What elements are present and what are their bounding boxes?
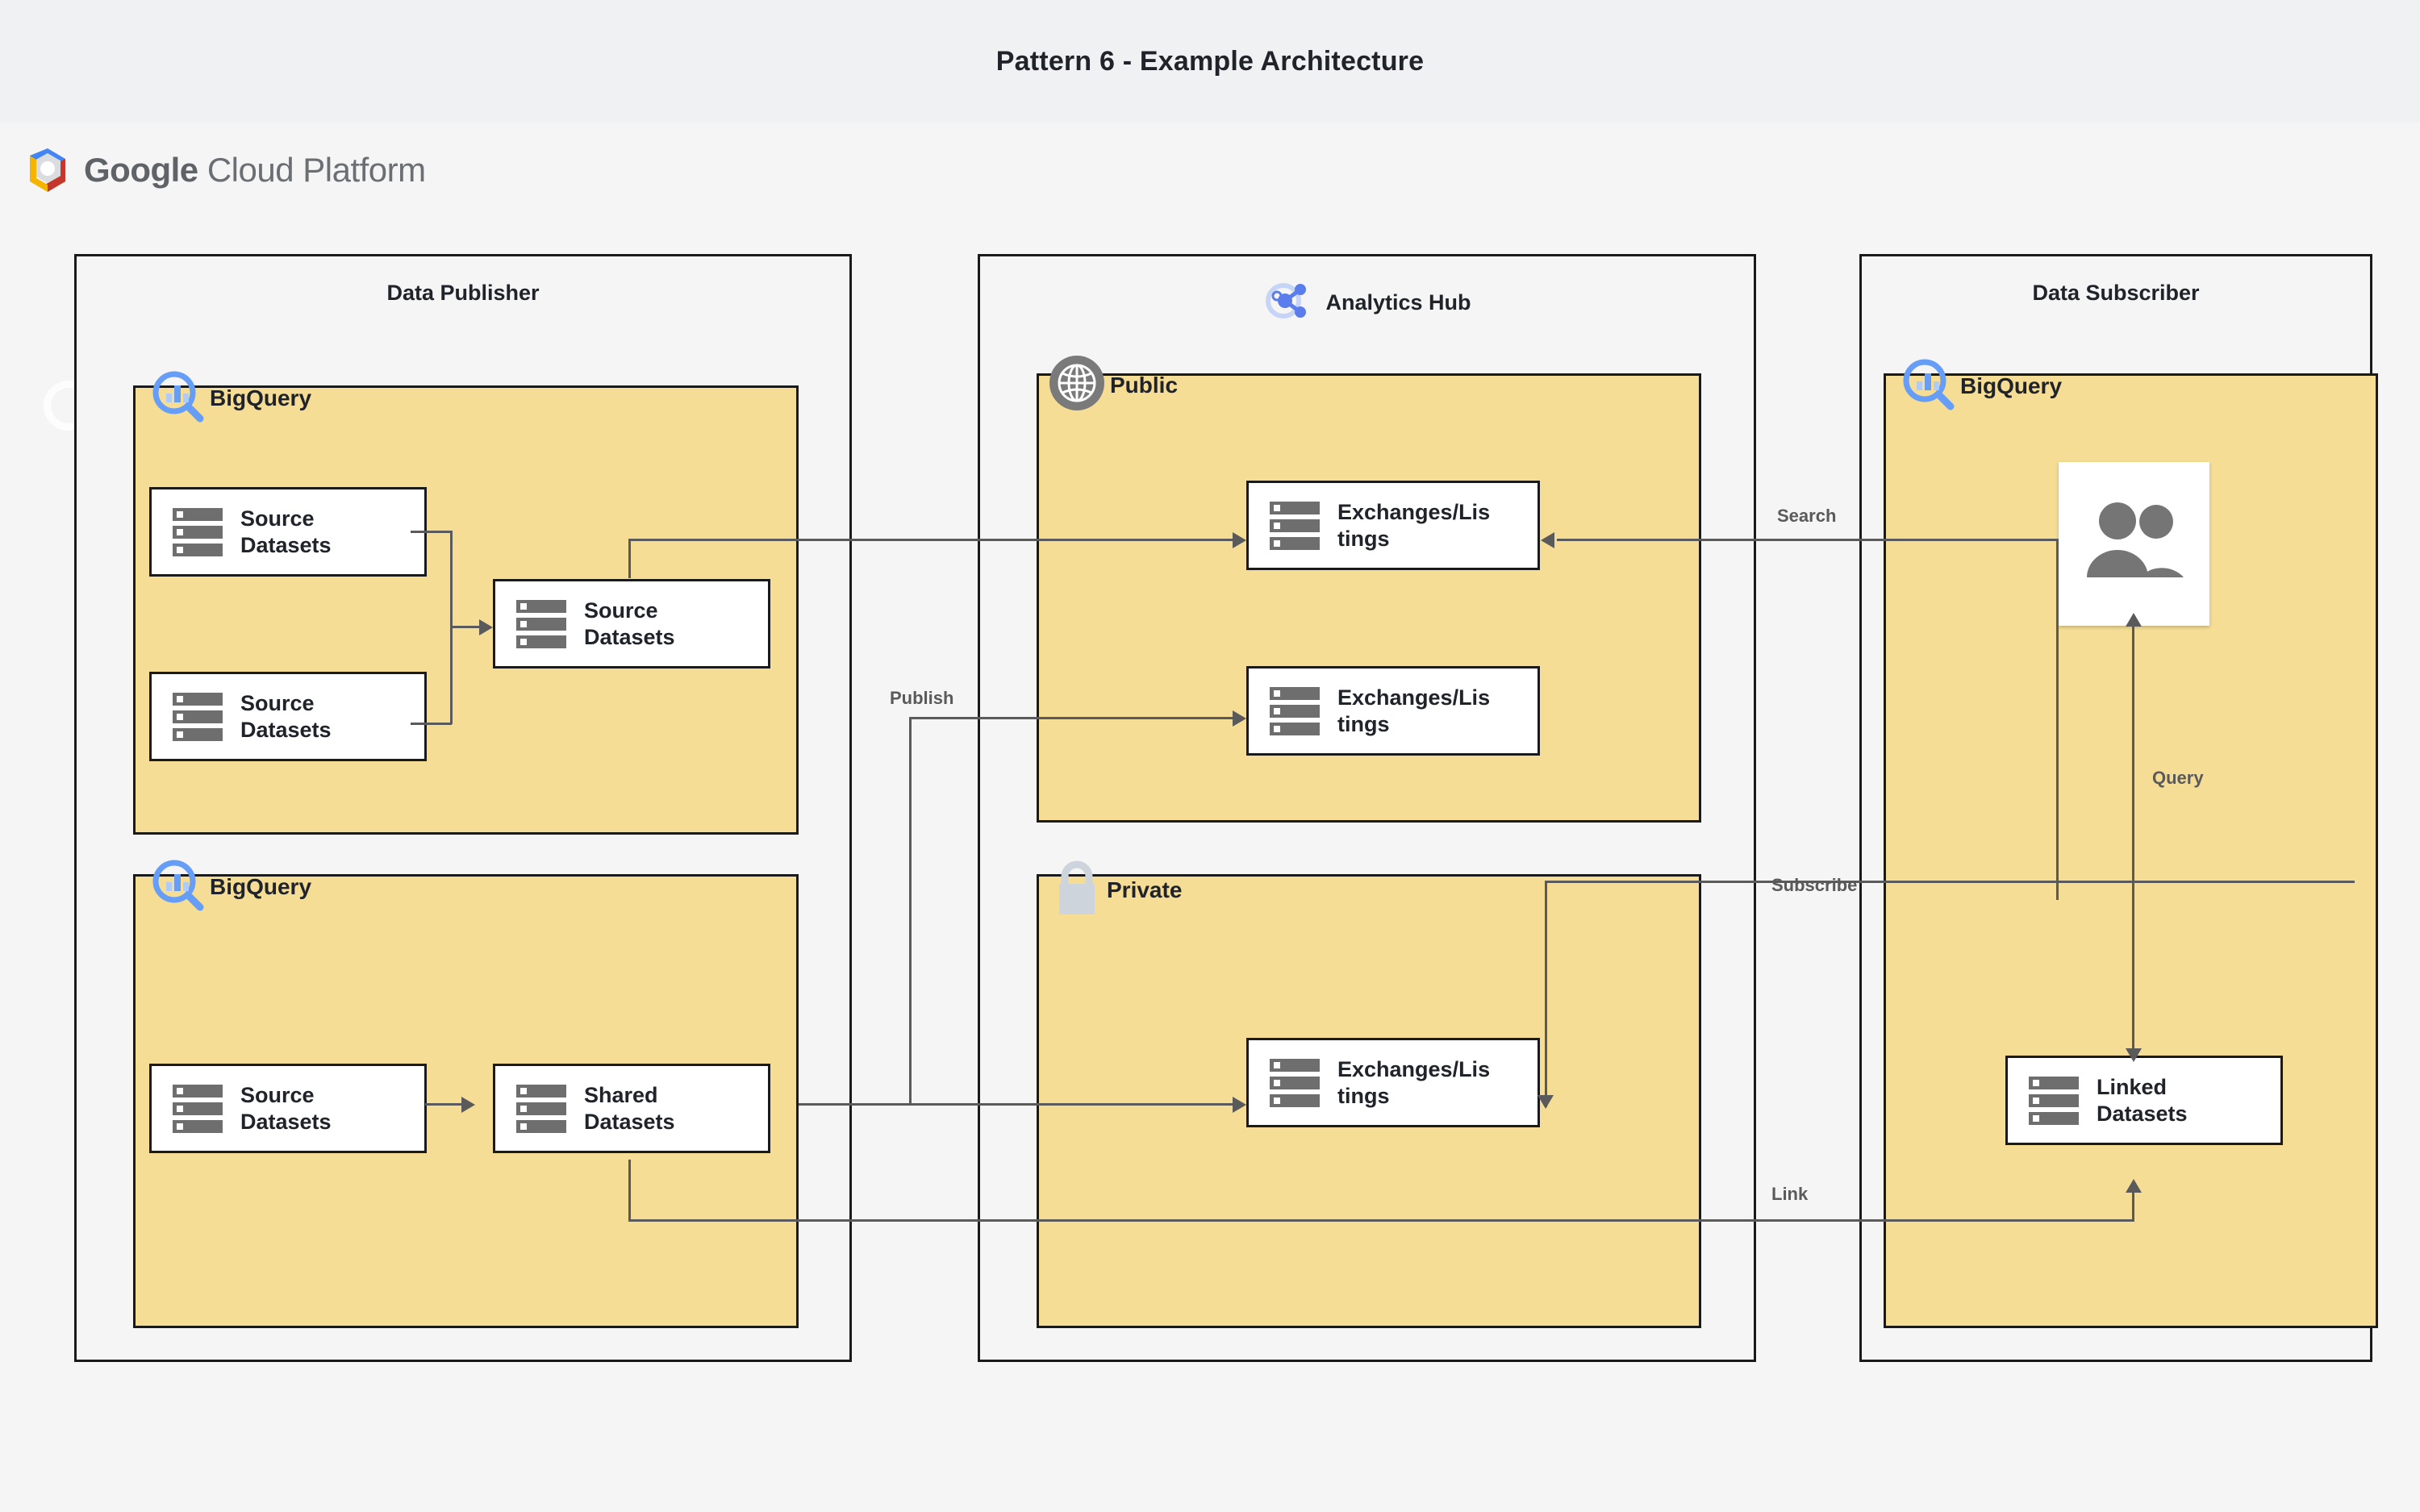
edge-label-subscribe: Subscribe (1771, 875, 1858, 895)
arrow-into-exchanges-public-1 (1233, 532, 1246, 548)
panel-label-subscriber-bigquery: BigQuery (1960, 373, 2063, 398)
panel-head-private: Private (1050, 859, 1182, 921)
padlock-icon (1050, 859, 1104, 921)
connector-srcmerged-to-public (628, 539, 1238, 541)
zone-title-data-publisher: Data Publisher (386, 281, 540, 305)
connector-link-vertical-right (2132, 1189, 2134, 1222)
panel-label-bigquery-bottom: BigQuery (210, 873, 312, 899)
connector-search-to-exchange (1557, 539, 1762, 541)
dataset-icon (516, 1084, 566, 1134)
gcp-brand-text: Google Cloud Platform (84, 151, 426, 190)
bigquery-magnifier-icon (1899, 355, 1957, 417)
edge-label-query: Query (2152, 768, 2204, 788)
connector-src-b-out (411, 723, 452, 725)
panel-label-bigquery-top: BigQuery (210, 385, 312, 410)
zone-title-data-subscriber: Data Subscriber (2032, 281, 2200, 305)
connector-query-vertical (2132, 619, 2134, 1059)
connector-merge-into-src (450, 626, 484, 628)
connector-publish-to-public-2 (909, 717, 1238, 719)
arrow-into-src-merged (479, 619, 493, 635)
connector-search-horizontal (1760, 539, 2059, 541)
globe-icon (1047, 353, 1107, 417)
panel-head-public: Public (1047, 353, 1178, 417)
arrow-into-linked-datasets (2126, 1179, 2142, 1193)
node-users[interactable] (2059, 462, 2209, 626)
arrow-into-exchanges-private (1233, 1097, 1246, 1113)
edge-label-publish: Publish (890, 688, 954, 708)
dataset-icon (1270, 501, 1320, 551)
users-group-icon (2082, 500, 2187, 588)
connector-publish-vertical (909, 717, 912, 1106)
page-title: Pattern 6 - Example Architecture (995, 45, 1425, 77)
dataset-icon (1270, 686, 1320, 736)
arrow-into-shared-datasets (461, 1097, 475, 1113)
edge-label-search: Search (1777, 506, 1837, 526)
gcp-brand-google: Google (84, 151, 198, 189)
edge-label-link: Link (1771, 1184, 1809, 1204)
panel-head-bigquery-bottom: BigQuery (148, 856, 311, 918)
connector-subscribe-horizontal (1760, 881, 2355, 883)
zone-title-analytics-hub-row: Analytics Hub (980, 276, 1754, 330)
panel-label-public: Public (1110, 372, 1179, 398)
dataset-icon (173, 1084, 223, 1134)
connector-subscribe-left (1545, 881, 1763, 883)
arrow-into-exchanges-public-1-from-search (1541, 532, 1554, 548)
connector-srcmerged-up (628, 539, 631, 578)
dataset-icon (516, 599, 566, 649)
panel-head-subscriber-bigquery: BigQuery (1899, 355, 2062, 417)
connector-shared-to-private (799, 1103, 1238, 1106)
dataset-icon (173, 507, 223, 557)
analytics-hub-share-icon (1262, 276, 1312, 330)
arrow-into-exchanges-public-2 (1233, 710, 1246, 727)
gcp-brand-cloudplatform: Cloud Platform (198, 151, 426, 189)
panel-head-bigquery-top: BigQuery (148, 367, 311, 429)
arrow-query-down (2126, 1048, 2142, 1062)
bigquery-magnifier-icon (148, 367, 207, 429)
gcp-hexagon-logo-icon (23, 145, 73, 195)
connector-search-vertical (2056, 539, 2059, 900)
arrow-query-up (2126, 613, 2142, 627)
arrow-into-exchanges-private-subscribe (1538, 1095, 1554, 1109)
title-bar: Pattern 6 - Example Architecture (0, 0, 2420, 123)
connector-srclower-to-shared (425, 1103, 465, 1106)
dataset-icon (1270, 1058, 1320, 1108)
dataset-icon (2029, 1076, 2079, 1126)
connector-link-vertical-left (628, 1160, 631, 1220)
connector-link-horizontal (628, 1219, 2134, 1222)
connector-src-a-out (411, 531, 452, 533)
zone-title-analytics-hub: Analytics Hub (1325, 290, 1471, 314)
decorative-arc (44, 381, 94, 431)
gcp-brand: Google Cloud Platform (23, 145, 426, 195)
bigquery-magnifier-icon (148, 856, 207, 918)
connector-subscribe-vertical-down (1545, 881, 1547, 1107)
dataset-icon (173, 692, 223, 742)
panel-label-private: Private (1107, 877, 1183, 902)
